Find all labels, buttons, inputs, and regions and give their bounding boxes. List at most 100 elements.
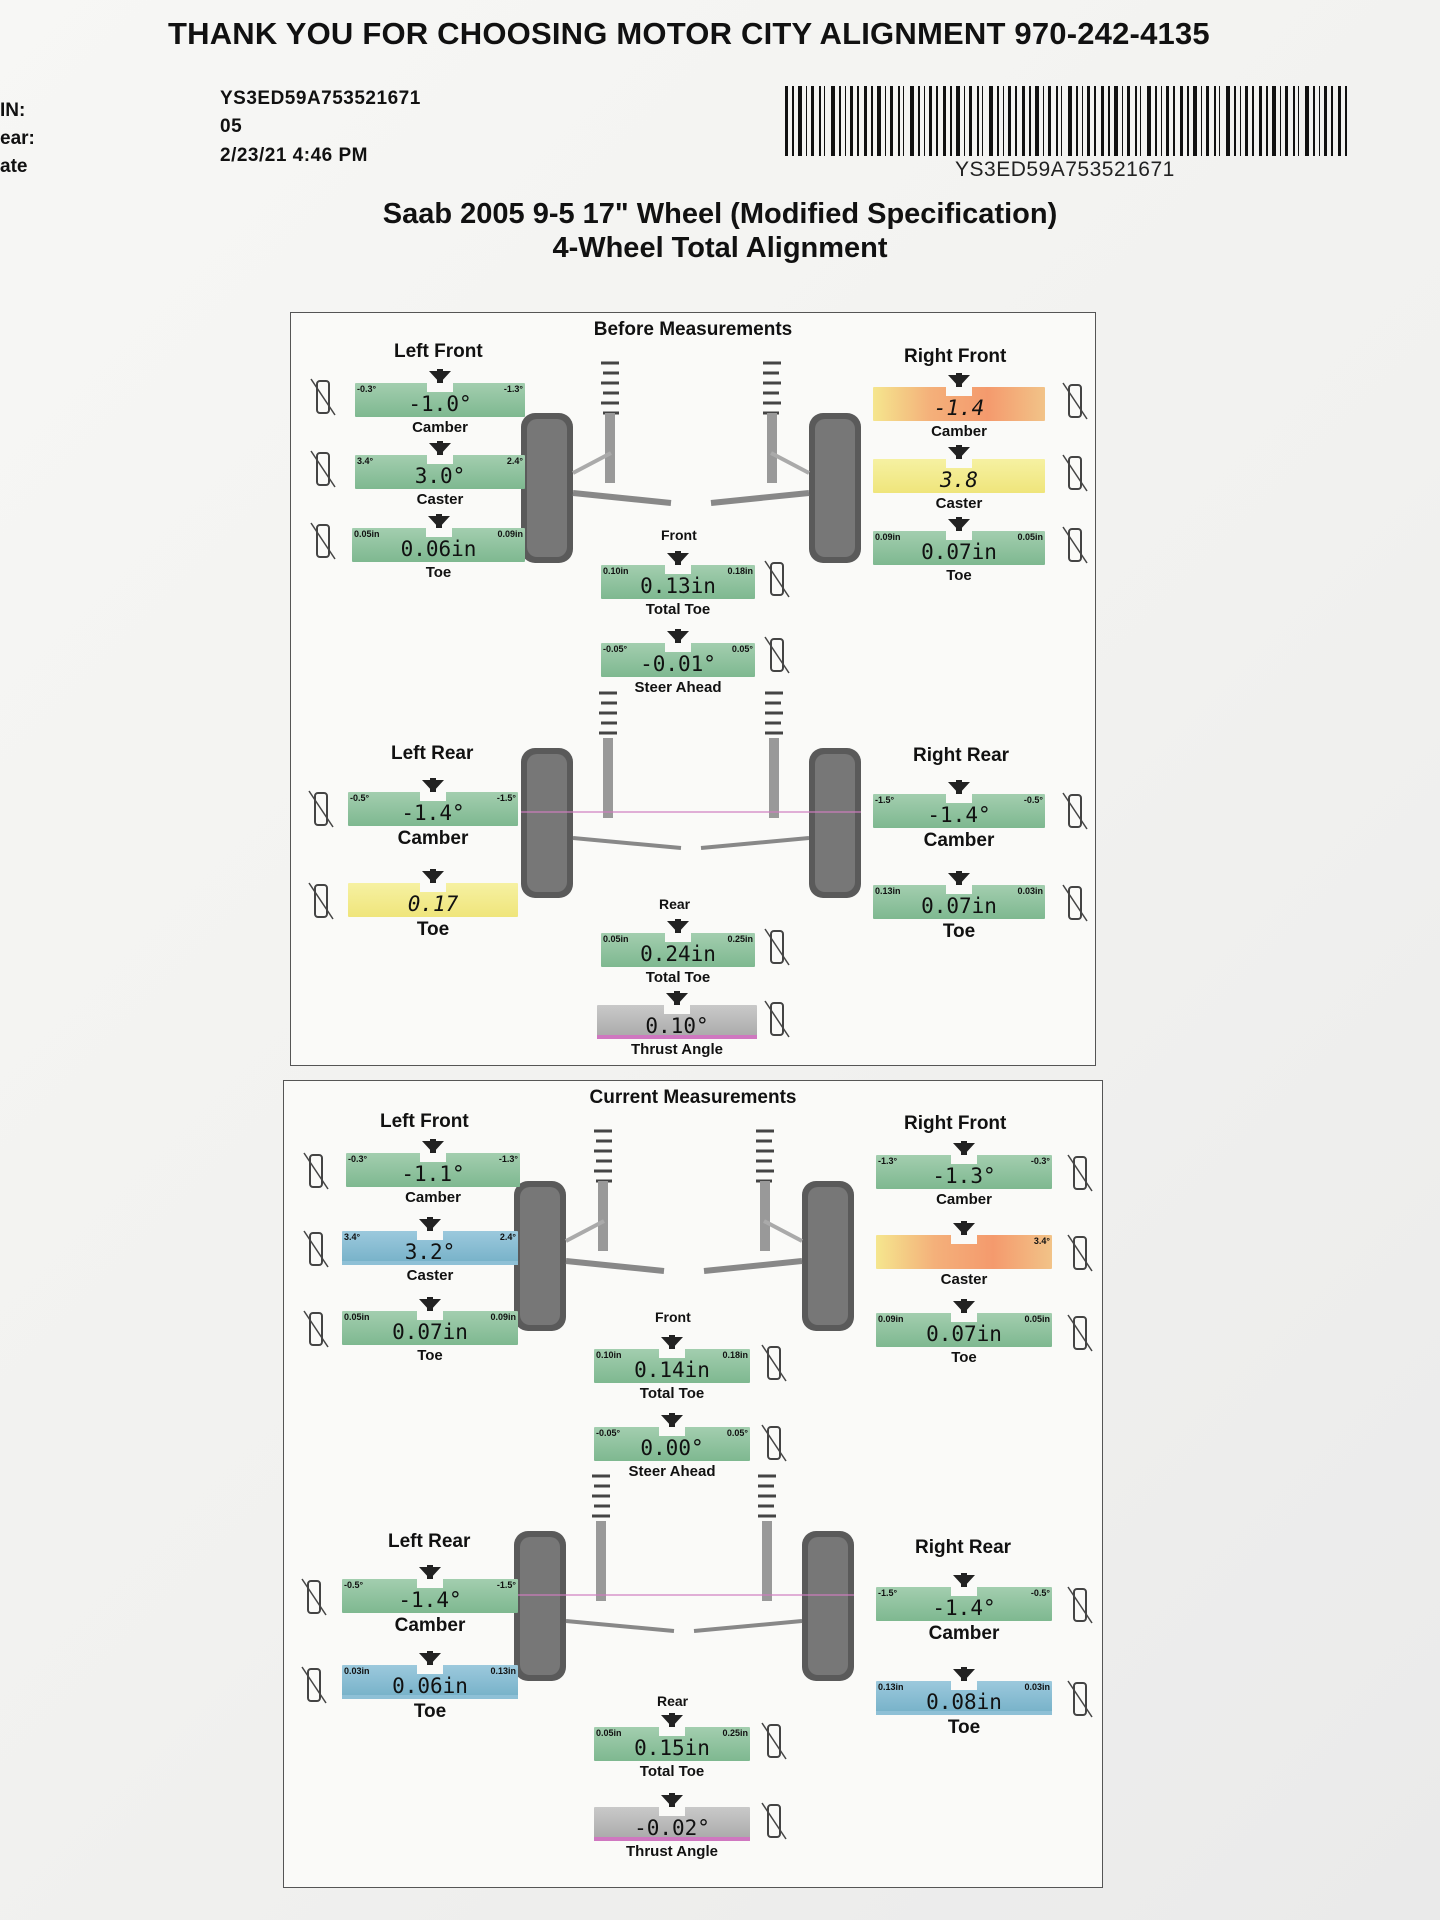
gauge-value: 0.17 [407,892,459,916]
gauge-max: 0.09in [490,1312,516,1322]
wheel-angle-icon [301,1666,327,1704]
gauge-value: 0.07in [392,1320,468,1344]
gauge-max: 0.05° [726,1428,748,1438]
before-panel-title: Before Measurements [593,319,793,340]
gauge-value: 0.13in [640,574,716,598]
wheel-angle-icon [310,378,336,416]
indicator-arrow-icon [948,780,970,794]
gauge-band [355,485,525,489]
gauge-notch [951,1587,977,1596]
gauge-band [601,963,755,967]
current-panel-title: Current Measurements [589,1087,797,1108]
gauge-notch [427,383,453,392]
gauge-band [352,558,525,562]
current-right-front-caster-gauge: 3.4° [876,1235,1052,1269]
gauge-value: -0.01° [640,652,716,676]
gauge-value: 0.08in [926,1690,1002,1714]
gauge-band [601,673,755,677]
indicator-arrow-icon [953,1299,975,1313]
gauge-value: -0.02° [634,1816,710,1840]
vehicle-title: Saab 2005 9-5 17" Wheel (Modified Specif… [382,198,1058,230]
gauge-value: 3.0° [414,464,466,488]
gauge-min: -0.05° [596,1428,621,1438]
indicator-arrow-icon [429,369,451,383]
indicator-arrow-icon [667,919,689,933]
gauge-min: 0.09in [878,1314,904,1324]
gauge-notch [951,1235,977,1244]
before-left-front-caster-gauge: 3.4° 2.4° 3.0° [355,455,525,489]
gauge-value: -1.4° [401,801,465,825]
wheel-angle-icon [303,1310,329,1348]
gauge-max: -1.3° [498,1154,518,1164]
gauge-min: 0.13in [878,1682,904,1692]
gauge-notch [417,1311,443,1320]
gauge-notch [659,1427,685,1436]
gauge-band [348,913,518,917]
gauge-value: 0.00° [640,1436,704,1460]
toe-caption: Toe [942,921,976,942]
gauge-notch [665,933,691,942]
wheel-angle-icon [761,1424,787,1462]
before-rear-total-toe-gauge: 0.05in 0.25in 0.24in [601,933,755,967]
gauge-min: 0.05in [596,1728,622,1738]
current-left-front-label: Left Front [380,1111,469,1132]
gauge-min: -0.05° [603,644,628,654]
gauge-band [876,1185,1052,1189]
current-front-label: Front [655,1309,691,1325]
gauge-notch [951,1681,977,1690]
caster-caption: Caster [935,495,983,512]
date-label: ate [0,156,28,177]
gauge-notch [420,883,446,892]
wheel-angle-icon [764,560,790,598]
current-right-rear-label: Right Rear [915,1537,1012,1558]
gauge-value: 0.07in [926,1322,1002,1346]
gauge-max: -1.3° [503,384,523,394]
indicator-arrow-icon [419,1297,441,1311]
indicator-arrow-icon [419,1651,441,1665]
before-rear-thrust-angle-gauge: 0.10° [597,1005,757,1039]
wheel-angle-icon [303,1152,329,1190]
current-rear-total-toe-gauge: 0.05in 0.25in 0.15in [594,1727,750,1761]
wheel-angle-icon [308,790,334,828]
before-left-front-camber-gauge: -0.3° -1.3° -1.0° [355,383,525,417]
toe-caption: Toe [417,1347,443,1364]
gauge-notch [417,1231,443,1240]
wheel-angle-icon [761,1344,787,1382]
indicator-arrow-icon [948,373,970,387]
gauge-max: 0.03in [1024,1682,1050,1692]
gauge-min: -1.5° [875,795,895,805]
gauge-max: 0.05in [1017,532,1043,542]
camber-caption: Camber [936,1191,992,1208]
gauge-value: 0.07in [921,894,997,918]
indicator-arrow-icon [953,1667,975,1681]
gauge-value: -1.4° [398,1588,462,1612]
gauge-min: 0.10in [596,1350,622,1360]
vin-label: IN: [0,100,26,121]
date-value: 2/23/21 4:46 PM [220,145,368,166]
current-left-front-toe-gauge: 0.05in 0.09in 0.07in [342,1311,518,1345]
gauge-band [876,1343,1052,1347]
wheel-angle-icon [308,882,334,920]
indicator-arrow-icon [953,1573,975,1587]
wheel-angle-icon [1062,792,1088,830]
front-suspension-diagram [521,361,861,563]
before-measurements-panel: Before Measurements Left Front -0.3° -1.… [290,312,1096,1066]
shop-header-title: THANK YOU FOR CHOOSING MOTOR CITY ALIGNM… [168,16,1210,51]
gauge-value: -1.4° [932,1596,996,1620]
before-front-total-toe-gauge: 0.10in 0.18in 0.13in [601,565,755,599]
wheel-angle-icon [761,1802,787,1840]
gauge-value: 0.14in [634,1358,710,1382]
gauge-max: 2.4° [506,456,523,466]
gauge-notch [665,565,691,574]
indicator-arrow-icon [427,514,450,528]
toe-caption: Toe [951,1349,977,1366]
year-label: ear: [0,128,35,149]
wheel-angle-icon [1067,1234,1093,1272]
wheel-angle-icon [1062,884,1088,922]
gauge-value: 0.15in [634,1736,710,1760]
gauge-notch [951,1313,977,1322]
gauge-notch [664,1005,690,1014]
indicator-arrow-icon [422,1139,444,1153]
total-toe-caption: Total Toe [639,1763,705,1780]
wheel-angle-icon [310,522,336,560]
